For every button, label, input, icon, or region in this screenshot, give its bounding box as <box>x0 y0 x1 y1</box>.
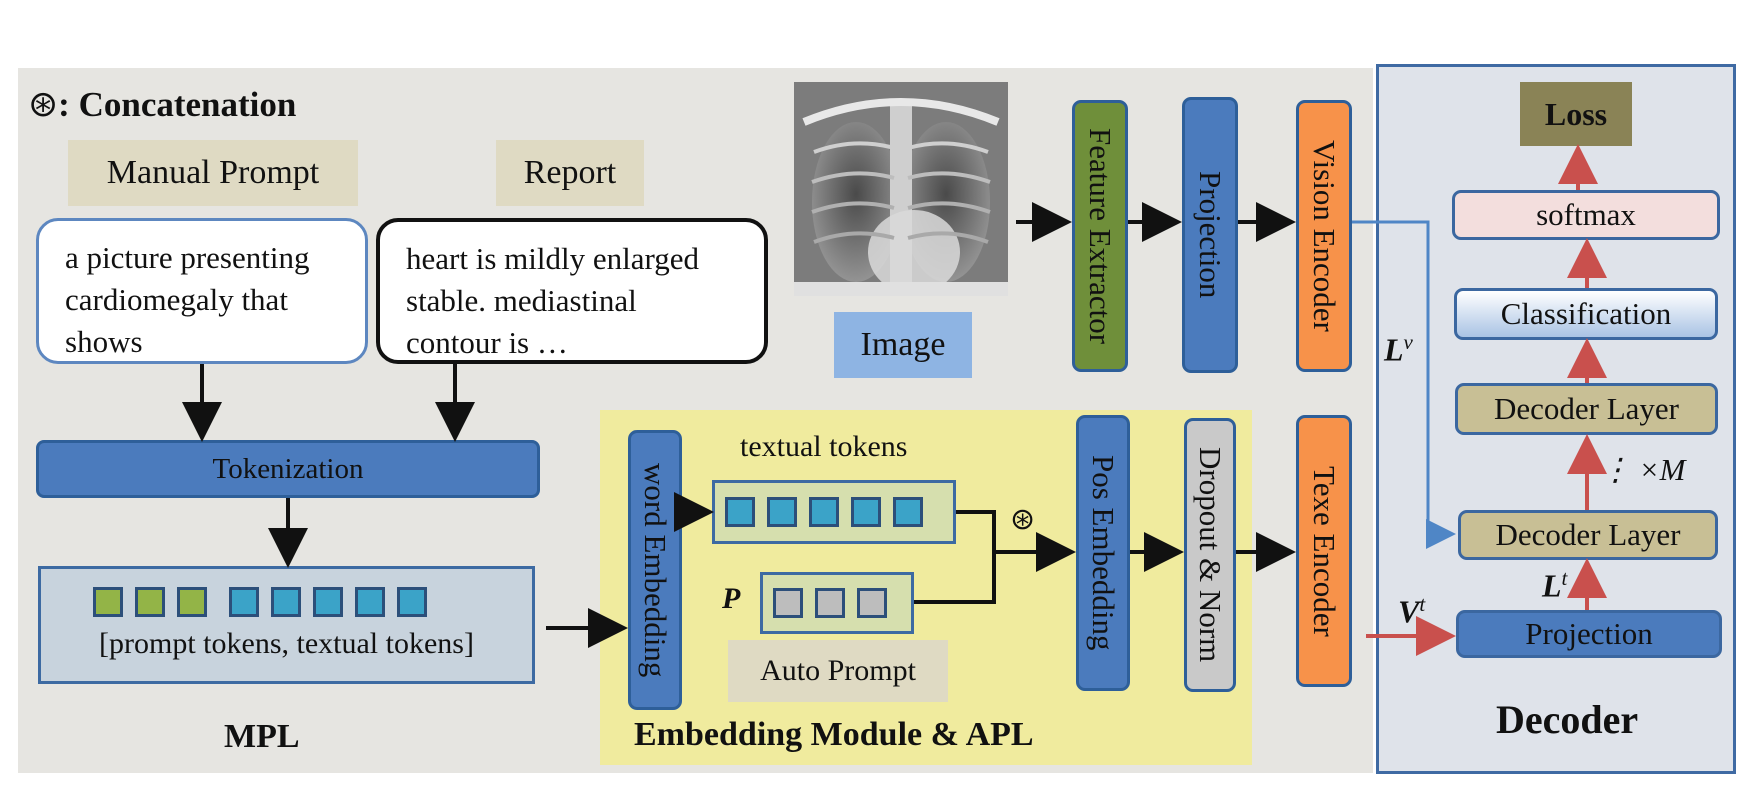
auto-prompt-label: Auto Prompt <box>728 640 948 702</box>
image-label: Image <box>834 312 972 378</box>
prompt-token <box>135 587 165 617</box>
auto-prompt-tokens-box <box>760 572 914 634</box>
lt-label-base: L <box>1542 567 1562 604</box>
report-label: Report <box>496 140 644 206</box>
auto-prompt-token <box>815 588 845 618</box>
manual-prompt-text: a picture presenting cardiomegaly that s… <box>65 240 310 359</box>
report-bubble: heart is mildly enlarged stable. mediast… <box>376 218 768 364</box>
decoder-projection-block: Projection <box>1456 610 1722 658</box>
word-embedding-label: word Embedding <box>638 462 673 678</box>
textual-token <box>809 497 839 527</box>
text-encoder-label: Texe Encoder <box>1307 465 1342 637</box>
lv-label-sup: v <box>1403 330 1413 354</box>
manual-prompt-bubble: a picture presenting cardiomegaly that s… <box>36 218 368 364</box>
textual-token <box>397 587 427 617</box>
word-embedding-block: word Embedding <box>628 430 682 710</box>
vision-encoder-label: Vision Encoder <box>1307 140 1342 332</box>
loss-block: Loss <box>1520 82 1632 146</box>
lt-label-sup: t <box>1561 566 1568 590</box>
softmax-block: softmax <box>1452 190 1720 240</box>
textual-token-row <box>725 497 949 531</box>
feature-extractor-block: Feature Extractor <box>1072 100 1128 372</box>
textual-token <box>767 497 797 527</box>
lv-label: Lv <box>1384 330 1413 369</box>
manual-prompt-label: Manual Prompt <box>68 140 358 206</box>
textual-token <box>355 587 385 617</box>
vt-label-sup: t <box>1419 592 1426 616</box>
vision-encoder-block: Vision Encoder <box>1296 100 1352 372</box>
pos-embedding-block: Pos Embedding <box>1076 415 1130 691</box>
decoder-layer-bottom-block: Decoder Layer <box>1458 510 1718 560</box>
decoder-title: Decoder <box>1496 697 1639 742</box>
prompt-token <box>177 587 207 617</box>
prompt-token <box>93 587 123 617</box>
feature-extractor-label: Feature Extractor <box>1083 127 1118 345</box>
concatenation-symbol: ⊛ <box>1010 502 1036 537</box>
textual-token <box>851 497 881 527</box>
arrow-vision-encoder-to-decoder-layer <box>1352 220 1456 549</box>
apl-panel-background <box>600 410 1252 765</box>
lv-label-base: L <box>1384 331 1404 368</box>
textual-token <box>313 587 343 617</box>
textual-token <box>893 497 923 527</box>
dropout-norm-block: Dropout & Norm <box>1184 418 1236 692</box>
auto-token-row <box>773 588 907 622</box>
token-sequence-box: [prompt tokens, textual tokens] <box>38 566 535 684</box>
textual-tokens-box <box>712 480 956 544</box>
concatenation-legend: ⊛ : Concatenation <box>28 84 296 125</box>
text-encoder-block: Texe Encoder <box>1296 415 1352 687</box>
chest-xray-image <box>794 82 1008 296</box>
concatenation-icon: ⊛ <box>28 84 59 125</box>
p-label: P <box>722 582 741 615</box>
vt-label: Vt <box>1398 592 1425 631</box>
vision-projection-block: Projection <box>1182 97 1238 373</box>
textual-tokens-label: textual tokens <box>740 430 908 463</box>
decoder-layer-top-block: Decoder Layer <box>1455 383 1718 435</box>
auto-prompt-token <box>773 588 803 618</box>
textual-token <box>271 587 301 617</box>
auto-prompt-token <box>857 588 887 618</box>
repeat-label: ⋮ ×M <box>1600 452 1686 487</box>
tokenization-block: Tokenization <box>36 440 540 498</box>
textual-token <box>725 497 755 527</box>
line-auto-to-concat <box>914 550 996 604</box>
vt-label-base: V <box>1398 593 1420 630</box>
lt-label: Lt <box>1542 566 1567 605</box>
mpl-title: MPL <box>224 718 300 755</box>
dropout-norm-label: Dropout & Norm <box>1193 447 1228 663</box>
apl-title: Embedding Module & APL <box>634 716 1034 753</box>
vision-projection-label: Projection <box>1193 171 1228 299</box>
textual-token <box>229 587 259 617</box>
token-row <box>93 587 513 621</box>
line-textual-to-concat <box>956 510 996 550</box>
legend-text: : Concatenation <box>58 84 297 124</box>
report-text: heart is mildly enlarged stable. mediast… <box>406 241 699 360</box>
pos-embedding-label: Pos Embedding <box>1086 455 1121 651</box>
tokens-caption: [prompt tokens, textual tokens] <box>99 627 474 660</box>
